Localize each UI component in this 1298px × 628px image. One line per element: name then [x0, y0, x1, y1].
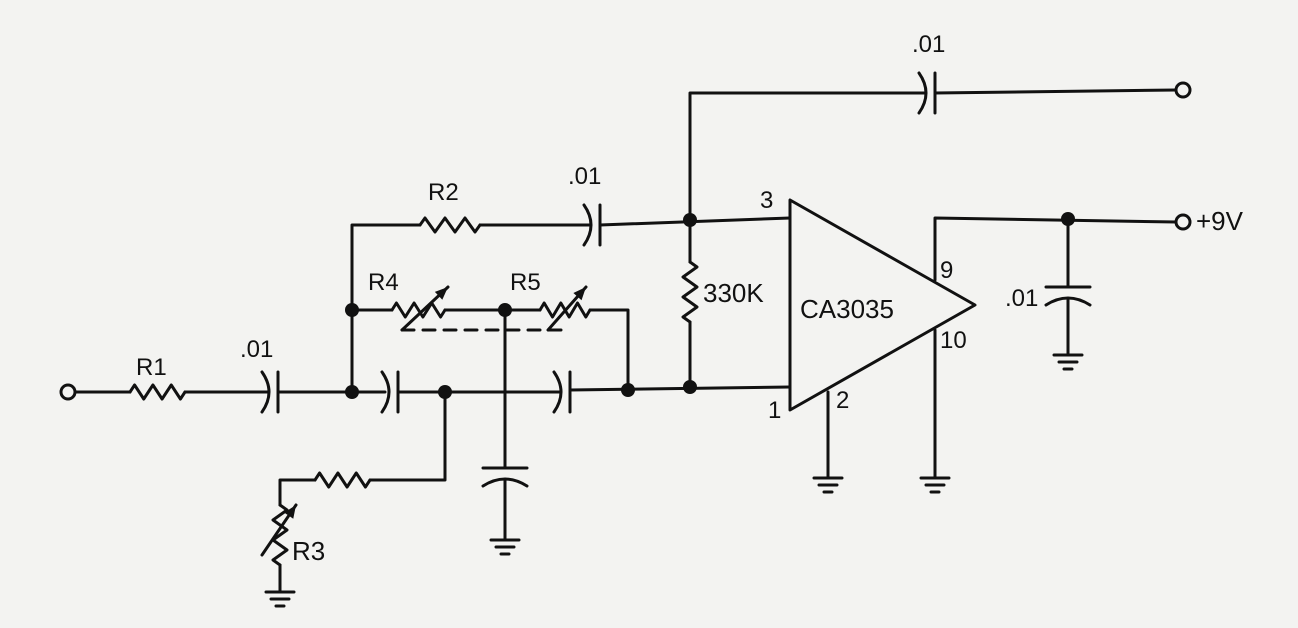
capacitor-c-r2-curved-plate: [582, 203, 593, 247]
wire: [368, 390, 447, 482]
wire: [588, 308, 630, 392]
wire: [278, 478, 317, 507]
label-pin9: 9: [940, 257, 953, 284]
terminal: [1174, 213, 1192, 231]
label-supply: +9V: [1196, 206, 1244, 236]
ground-icon: [812, 476, 844, 494]
capacitor-c-supply-curved-plate: [1044, 296, 1092, 307]
label-r2: R2: [428, 179, 459, 206]
label-c-r2: .01: [568, 163, 601, 190]
label-c-supply: .01: [1005, 285, 1038, 312]
resistor-330k: [681, 260, 699, 324]
junction-node: [683, 380, 697, 394]
capacitor-c-b-curved-plate: [552, 370, 563, 414]
junction-node: [621, 383, 635, 397]
label-c-in: .01: [240, 336, 273, 363]
r3-wiper-arrow-head: [284, 505, 296, 519]
resistor-r1: [128, 383, 187, 401]
label-r5: R5: [510, 269, 541, 296]
label-ic: CA3035: [800, 294, 894, 324]
label-c-out: .01: [912, 31, 945, 58]
wire: [568, 385, 792, 392]
wire: [933, 216, 1178, 282]
wire: [350, 223, 422, 394]
ground-icon: [919, 476, 951, 494]
ground-icon: [1052, 353, 1084, 371]
resistor-r: [313, 471, 372, 489]
resistor-r2: [418, 216, 482, 234]
wire: [688, 91, 927, 222]
op-amp-ca3035: [788, 198, 977, 412]
capacitor-c-a-curved-plate: [380, 370, 391, 414]
wire: [933, 88, 1178, 95]
label-r4: R4: [368, 269, 399, 296]
ground-icon: [264, 590, 296, 608]
label-pin10: 10: [940, 327, 967, 354]
label-pin1: 1: [768, 397, 781, 424]
resistor-r4: [390, 301, 447, 319]
label-330k: 330K: [703, 278, 764, 308]
r4-wiper-arrow-head: [434, 287, 448, 300]
label-pin2: 2: [836, 387, 849, 414]
ground-icon: [489, 538, 521, 556]
r5-wiper-arrow-head: [573, 287, 586, 301]
resistor-r3: [271, 503, 289, 567]
terminal: [1174, 81, 1192, 99]
label-r3: R3: [292, 536, 325, 566]
capacitor-c-in-curved-plate: [260, 370, 271, 414]
capacitor-c-out-curved-plate: [917, 71, 928, 115]
label-r1: R1: [136, 354, 167, 381]
label-pin3: 3: [760, 187, 773, 214]
terminal: [59, 383, 77, 401]
